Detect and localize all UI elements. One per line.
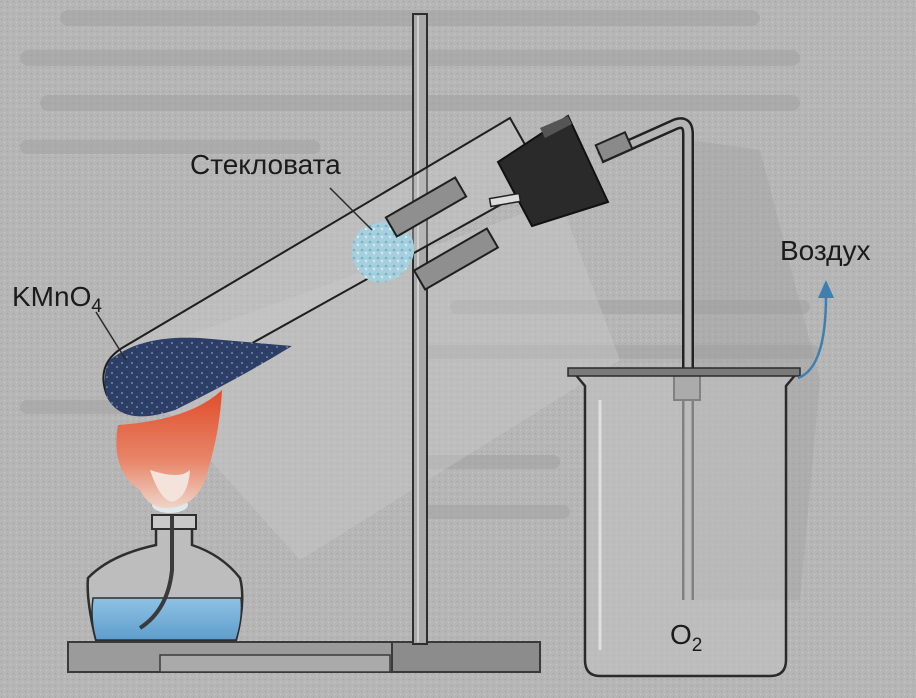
spirit-lamp (86, 497, 244, 642)
kmno4-pointer (95, 311, 127, 361)
stand-rod (412, 13, 428, 645)
air-label: Воздух (780, 235, 871, 266)
light-beam (120, 200, 620, 560)
inner-tube (488, 192, 522, 208)
air-arrow-head (818, 280, 834, 298)
lamp-fuel (91, 597, 243, 641)
air-arrow (797, 295, 828, 380)
beaker-lid (567, 367, 801, 377)
rubber-stopper (496, 114, 610, 228)
oxygen-label: O2 (670, 619, 702, 656)
glass-wool (351, 221, 414, 283)
glass-wool-pointer (329, 187, 373, 231)
flame (116, 390, 222, 509)
background-text-shadows (20, 10, 820, 519)
lamp-wick (138, 515, 174, 630)
kmno4-label: KMnO4 (12, 281, 102, 317)
glass-wool-label: Стекловата (190, 149, 341, 180)
kmno4-powder (104, 337, 293, 417)
clamp (384, 176, 500, 291)
stand-base (67, 641, 541, 673)
beaker (567, 367, 801, 678)
